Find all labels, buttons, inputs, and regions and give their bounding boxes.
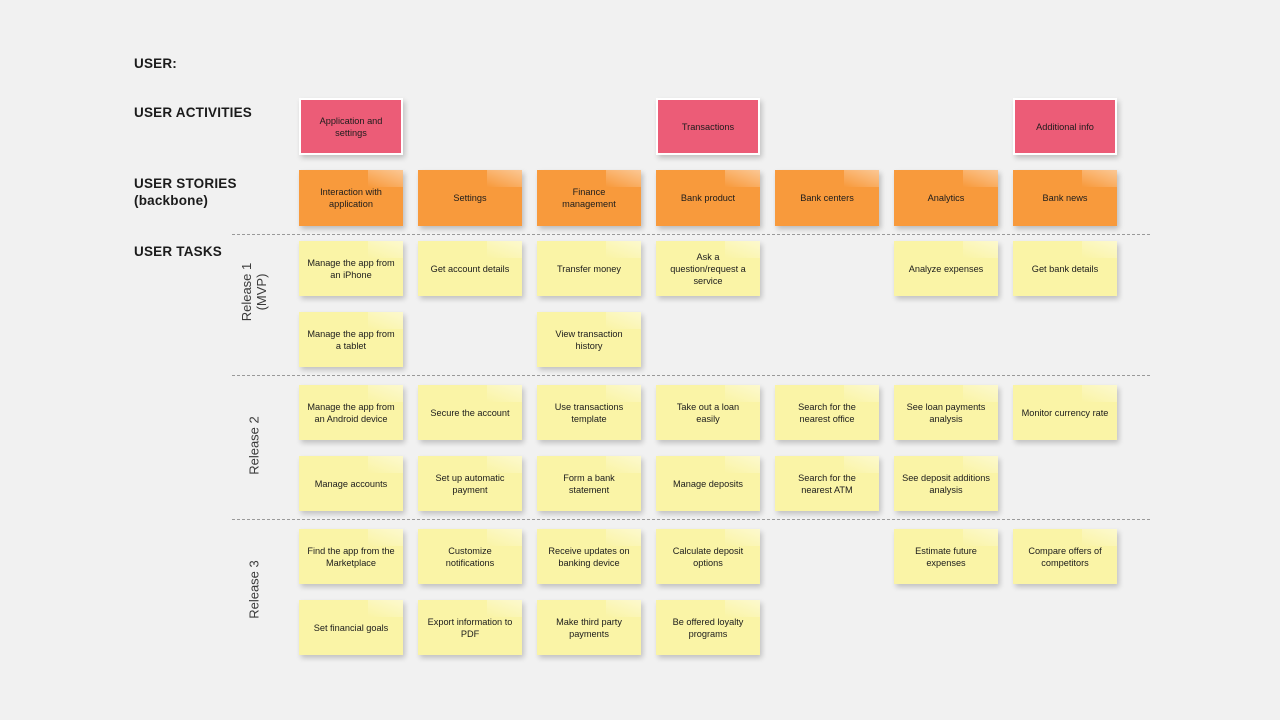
release-label-2: Release 2 [246, 416, 262, 475]
activity-card-2[interactable]: Transactions [656, 98, 760, 155]
task-card-release-3-r1-c4[interactable]: Calculate deposit options [656, 529, 760, 584]
story-card-5[interactable]: Bank centers [775, 170, 879, 226]
task-card-release-3-r2-c3[interactable]: Make third party payments [537, 600, 641, 655]
story-card-4[interactable]: Bank product [656, 170, 760, 226]
row-label-user: USER: [134, 56, 178, 71]
task-card-release-1-r1-c5[interactable]: Analyze expenses [894, 241, 998, 296]
task-card-release-2-r1-c6[interactable]: See loan payments analysis [894, 385, 998, 440]
task-card-release-3-r1-c1[interactable]: Find the app from the Marketplace [299, 529, 403, 584]
task-card-release-3-r2-c1[interactable]: Set financial goals [299, 600, 403, 655]
task-card-release-2-r2-c4[interactable]: Manage deposits [656, 456, 760, 511]
row-label-user-tasks: USER TASKS [134, 244, 223, 259]
task-card-release-1-r1-c6[interactable]: Get bank details [1013, 241, 1117, 296]
story-card-2[interactable]: Settings [418, 170, 522, 226]
story-card-7[interactable]: Bank news [1013, 170, 1117, 226]
task-card-release-2-r1-c7[interactable]: Monitor currency rate [1013, 385, 1117, 440]
release-label-1: Release 1 (MVP) [239, 262, 269, 322]
task-card-release-2-r2-c5[interactable]: Search for the nearest ATM [775, 456, 879, 511]
divider-release-1-2 [232, 375, 1150, 376]
activity-card-1[interactable]: Application and settings [299, 98, 403, 155]
task-card-release-2-r2-c6[interactable]: See deposit additions analysis [894, 456, 998, 511]
task-card-release-2-r2-c3[interactable]: Form a bank statement [537, 456, 641, 511]
task-card-release-1-r1-c3[interactable]: Transfer money [537, 241, 641, 296]
divider-release-2-3 [232, 519, 1150, 520]
task-card-release-2-r1-c3[interactable]: Use transactions template [537, 385, 641, 440]
story-card-6[interactable]: Analytics [894, 170, 998, 226]
task-card-release-3-r1-c2[interactable]: Customize notifications [418, 529, 522, 584]
release-label-3: Release 3 [246, 560, 262, 619]
task-card-release-2-r2-c1[interactable]: Manage accounts [299, 456, 403, 511]
row-label-user-stories: USER STORIES (backbone) [134, 176, 237, 208]
story-card-1[interactable]: Interaction with application [299, 170, 403, 226]
task-card-release-2-r2-c2[interactable]: Set up automatic payment [418, 456, 522, 511]
task-card-release-3-r1-c5[interactable]: Estimate future expenses [894, 529, 998, 584]
task-card-release-1-r1-c1[interactable]: Manage the app from an iPhone [299, 241, 403, 296]
story-card-3[interactable]: Finance management [537, 170, 641, 226]
divider-tasks-top [232, 234, 1150, 235]
task-card-release-1-r2-c1[interactable]: Manage the app from a tablet [299, 312, 403, 367]
task-card-release-2-r1-c5[interactable]: Search for the nearest office [775, 385, 879, 440]
task-card-release-1-r1-c4[interactable]: Ask a question/request a service [656, 241, 760, 296]
activity-card-3[interactable]: Additional info [1013, 98, 1117, 155]
task-card-release-3-r2-c4[interactable]: Be offered loyalty programs [656, 600, 760, 655]
row-label-user-activities: USER ACTIVITIES [134, 105, 253, 120]
task-card-release-3-r1-c3[interactable]: Receive updates on banking device [537, 529, 641, 584]
task-card-release-2-r1-c4[interactable]: Take out a loan easily [656, 385, 760, 440]
task-card-release-2-r1-c1[interactable]: Manage the app from an Android device [299, 385, 403, 440]
task-card-release-1-r2-c2[interactable]: View transaction history [537, 312, 641, 367]
task-card-release-3-r1-c6[interactable]: Compare offers of competitors [1013, 529, 1117, 584]
task-card-release-3-r2-c2[interactable]: Export information to PDF [418, 600, 522, 655]
task-card-release-1-r1-c2[interactable]: Get account details [418, 241, 522, 296]
task-card-release-2-r1-c2[interactable]: Secure the account [418, 385, 522, 440]
